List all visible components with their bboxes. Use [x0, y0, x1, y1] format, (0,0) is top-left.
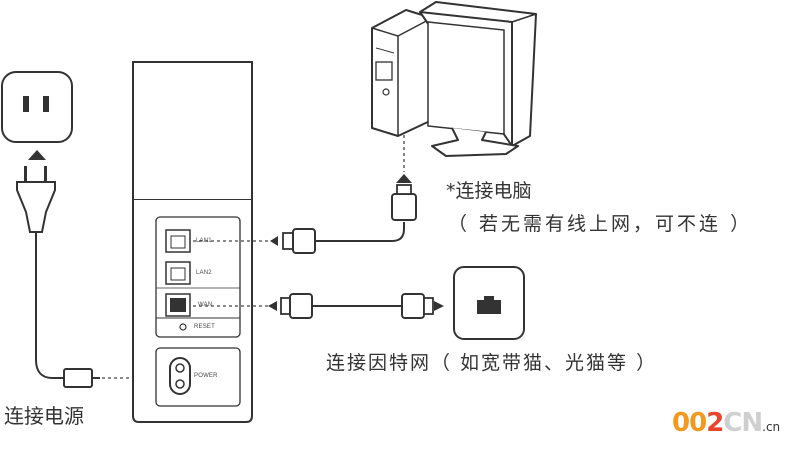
pc-cable-plug-icon [391, 184, 417, 221]
lan-cable-plug-icon [282, 228, 316, 254]
wan-cable-plug-left-icon [280, 293, 313, 319]
watermark-part-c: CN [723, 408, 763, 438]
watermark-suffix: .cn [762, 420, 781, 434]
lan-arrowhead [270, 236, 278, 246]
port-label-wan: WAN [198, 302, 213, 308]
modem-icon [453, 266, 525, 340]
port-label-lan1: LAN1 [196, 238, 212, 244]
router-device [132, 61, 253, 423]
site-watermark-logo: 002CN.cn [672, 408, 780, 438]
label-pc-note: （ 若无需有线上网，可不连 ） [448, 213, 753, 235]
watermark-part-b: 2 [706, 408, 724, 438]
modem-arrowhead [434, 301, 444, 311]
power-cord [34, 236, 64, 379]
port-label-lan2: LAN2 [196, 270, 212, 276]
lan-cable [315, 222, 405, 242]
label-power-connection: 连接电源 [4, 404, 84, 428]
power-plug-icon [16, 166, 56, 236]
watermark-part-a: 00 [672, 408, 707, 438]
computer-icon [371, 1, 537, 157]
port-label-reset: RESET [194, 324, 216, 330]
wan-arrowhead [268, 301, 277, 311]
label-pc-connection: *连接电脑 [446, 180, 532, 202]
wan-cable-plug-right-icon [401, 293, 434, 319]
pc-arrow-icon [396, 174, 412, 183]
label-internet-connection: 连接因特网（ 如宽带猫、光猫等 ） [326, 352, 658, 374]
plug-arrow-icon [28, 150, 46, 160]
port-label-power: POWER [194, 373, 218, 379]
dc-connector-icon [63, 368, 100, 388]
wall-socket-icon [1, 71, 73, 143]
